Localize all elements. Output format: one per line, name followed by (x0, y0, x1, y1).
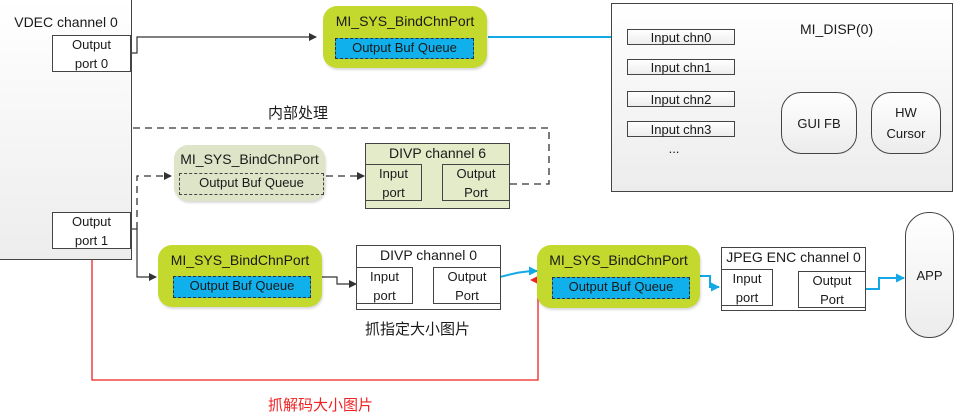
divp6-output-line2: Port (464, 185, 488, 200)
divp0-input-line2: port (373, 288, 396, 303)
bind-low2-title: MI_SYS_BindChnPort (549, 252, 688, 268)
bind-top-output-buf-queue: Output Buf Queue (335, 38, 474, 59)
bind-mid-title: MI_SYS_BindChnPort (180, 151, 319, 167)
vdec-title: VDEC channel 0 (14, 14, 118, 30)
port1-line2: port 1 (74, 233, 109, 248)
link-port1-to-bind-mid (136, 172, 172, 229)
disp-hw-cursor: HW Cursor (871, 92, 941, 154)
disp-inputs-ellipsis: ... (668, 141, 680, 156)
link-jpeg-to-app (865, 273, 905, 290)
divp-channel-6: DIVP channel 6 Input port Output Port (365, 143, 510, 209)
bind-chn-port-mid: MI_SYS_BindChnPort Output Buf Queue (174, 145, 325, 201)
hw-cursor-line1: HW (895, 105, 917, 120)
link-port1-to-bind-low2-red (91, 249, 539, 381)
vdec-output-port-1[interactable]: Output port 1 (52, 212, 131, 249)
disp-input-chn0[interactable]: Input chn0 (627, 29, 735, 45)
link-port1-to-bind-low1 (136, 229, 157, 281)
jpeg-enc-channel-0: JPEG ENC channel 0 Input port Output Por… (721, 247, 866, 311)
link-bind-low1-to-divp0 (322, 276, 357, 288)
bind-low2-output-buf-queue: Output Buf Queue (552, 277, 690, 299)
divp6-output-line1: Output (456, 166, 496, 181)
divp0-output-line2: Port (455, 288, 479, 303)
port0-line2: port 0 (74, 56, 109, 71)
bind-chn-port-low1: MI_SYS_BindChnPort Output Buf Queue (158, 245, 322, 307)
jpeg-input-line2: port (735, 290, 759, 305)
divp6-input-line2: port (382, 185, 405, 200)
gui-fb-label: GUI FB (797, 115, 841, 131)
app-node[interactable]: APP (905, 212, 954, 338)
disp-input-chn3[interactable]: Input chn3 (627, 121, 735, 137)
disp-input-chn2[interactable]: Input chn2 (627, 91, 735, 107)
bind-low1-title: MI_SYS_BindChnPort (170, 252, 310, 268)
bind-chn-port-top: MI_SYS_BindChnPort Output Buf Queue (323, 6, 487, 68)
jpeg-input-port[interactable]: Input port (721, 269, 773, 306)
jpeg-output-line1: Output (812, 273, 852, 288)
divp0-output-line1: Output (447, 269, 487, 284)
link-bind-low2-to-jpeg (700, 275, 720, 292)
jpeg-title: JPEG ENC channel 0 (726, 249, 861, 265)
app-label: APP (916, 267, 943, 283)
port1-line1: Output (71, 214, 112, 229)
bind-top-title: MI_SYS_BindChnPort (335, 13, 475, 29)
annotation-decoded-size: 抓解码大小图片 (268, 396, 374, 414)
divp0-input-line1: Input (370, 269, 399, 284)
jpeg-output-port[interactable]: Output Port (798, 271, 866, 308)
vdec-output-port-0[interactable]: Output port 0 (52, 35, 131, 72)
bind-chn-port-low2: MI_SYS_BindChnPort Output Buf Queue (537, 245, 700, 308)
port0-line1: Output (71, 37, 112, 52)
divp6-output-port[interactable]: Output Port (442, 164, 510, 201)
jpeg-output-line2: Port (820, 292, 844, 307)
disp-title: MI_DISP(0) (800, 21, 874, 37)
divp0-output-port[interactable]: Output Port (433, 267, 501, 304)
link-divp0-to-bind-low2 (499, 266, 538, 278)
divp6-input-port[interactable]: Input port (365, 164, 422, 201)
annotation-specified-size: 抓指定大小图片 (365, 320, 471, 338)
annotation-internal-processing: 内部处理 (268, 104, 329, 122)
divp0-input-port[interactable]: Input port (356, 267, 413, 304)
hw-cursor-line2: Cursor (886, 126, 926, 141)
link-port0-to-bind-top (131, 33, 317, 54)
bind-low1-output-buf-queue: Output Buf Queue (173, 276, 311, 298)
bind-mid-output-buf-queue: Output Buf Queue (179, 173, 324, 195)
divp-channel-0: DIVP channel 0 Input port Output Port (356, 245, 501, 310)
divp6-input-line1: Input (379, 166, 408, 181)
divp0-title: DIVP channel 0 (379, 247, 478, 263)
divp6-title: DIVP channel 6 (388, 145, 487, 161)
jpeg-input-line1: Input (732, 271, 762, 286)
disp-gui-fb: GUI FB (781, 92, 857, 154)
disp-input-chn1[interactable]: Input chn1 (627, 59, 735, 75)
